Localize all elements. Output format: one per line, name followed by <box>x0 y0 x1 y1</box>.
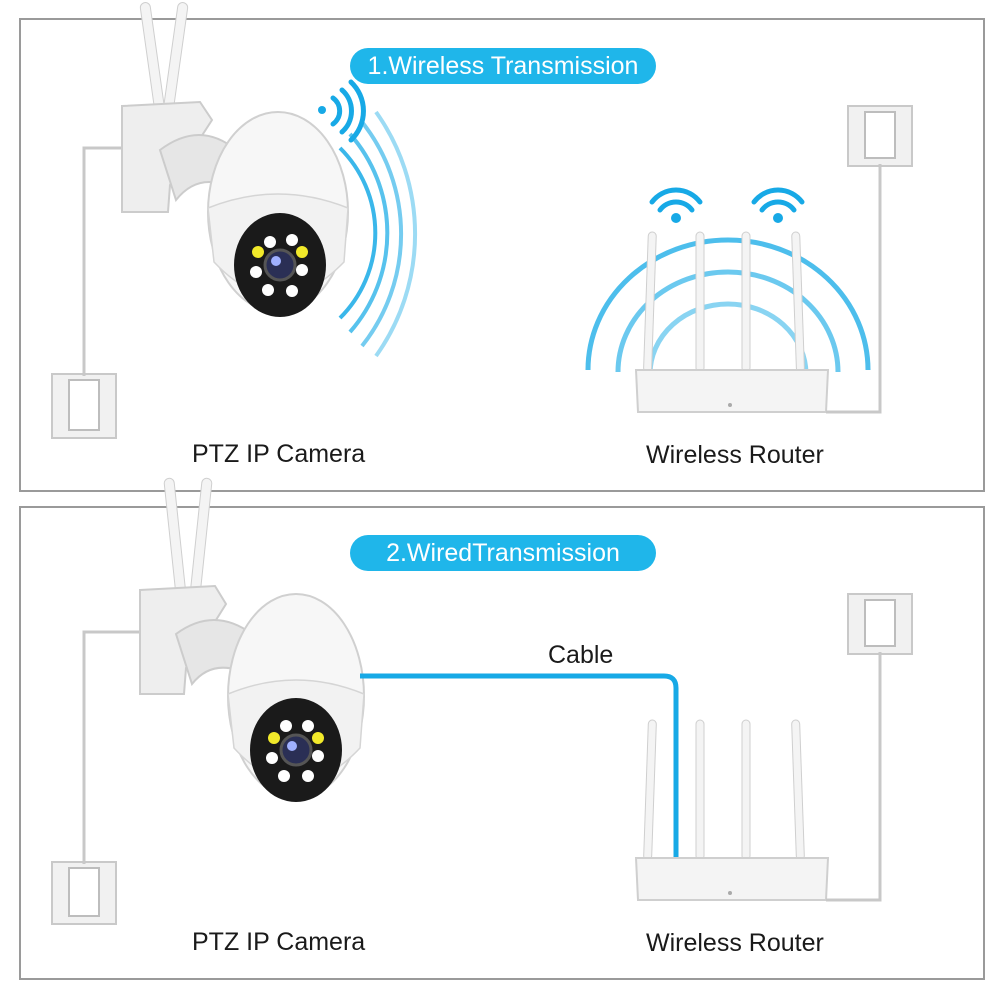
cable-label: Cable <box>548 641 613 670</box>
section-title-wired: 2.WiredTransmission <box>350 535 656 571</box>
power-cable <box>84 632 140 864</box>
antenna-icon <box>164 478 212 598</box>
network-cable <box>360 676 676 858</box>
power-cable <box>826 652 880 900</box>
router-icon <box>636 720 828 900</box>
power-socket-icon <box>848 594 912 654</box>
camera-label: PTZ IP Camera <box>192 928 365 957</box>
camera-icon <box>140 586 364 802</box>
router-label: Wireless Router <box>646 929 824 958</box>
power-socket-icon <box>52 862 116 924</box>
